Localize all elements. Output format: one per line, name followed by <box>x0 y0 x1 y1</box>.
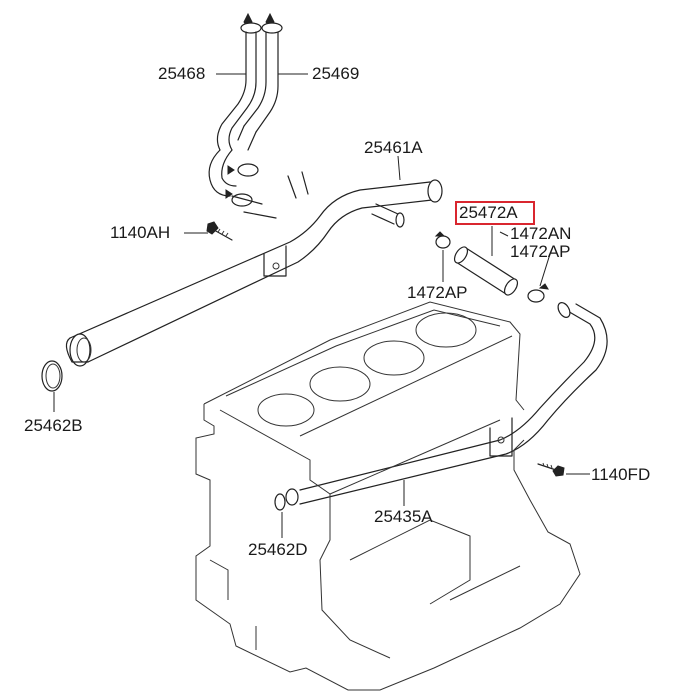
label-1472AP-left[interactable]: 1472AP <box>407 283 468 302</box>
label-1140AH[interactable]: 1140AH <box>110 223 171 242</box>
water-pipe-25461A[interactable] <box>65 171 443 367</box>
engine-block <box>195 301 581 691</box>
hose-25472A[interactable] <box>452 245 520 298</box>
oring-25462B[interactable] <box>41 360 63 392</box>
label-1140FD[interactable]: 1140FD <box>591 465 651 484</box>
bolt-1140FD[interactable] <box>537 462 565 477</box>
label-1472AP-right[interactable]: 1472AP <box>510 242 571 261</box>
leader-lines <box>53 73 590 538</box>
label-1472AN[interactable]: 1472AN <box>510 224 572 243</box>
hose-25468-25469[interactable] <box>208 12 283 207</box>
top-hose-clamps <box>240 12 283 34</box>
label-25461A[interactable]: 25461A <box>364 138 423 157</box>
label-25462B[interactable]: 25462B <box>24 416 83 435</box>
pipe-25435A[interactable] <box>285 301 608 506</box>
label-25468[interactable]: 25468 <box>158 64 206 83</box>
hose-clamp-1472AN[interactable] <box>527 283 549 303</box>
hose-clamp-1472AP-left[interactable] <box>434 231 451 249</box>
label-25435A[interactable]: 25435A <box>374 507 433 526</box>
bolt-1140AH[interactable] <box>206 221 233 241</box>
oring-25462D[interactable] <box>274 493 286 511</box>
hose-clamp <box>237 163 259 177</box>
label-25472A[interactable]: 25472A <box>459 203 518 222</box>
label-25462D[interactable]: 25462D <box>248 540 308 559</box>
label-25469[interactable]: 25469 <box>312 64 360 83</box>
